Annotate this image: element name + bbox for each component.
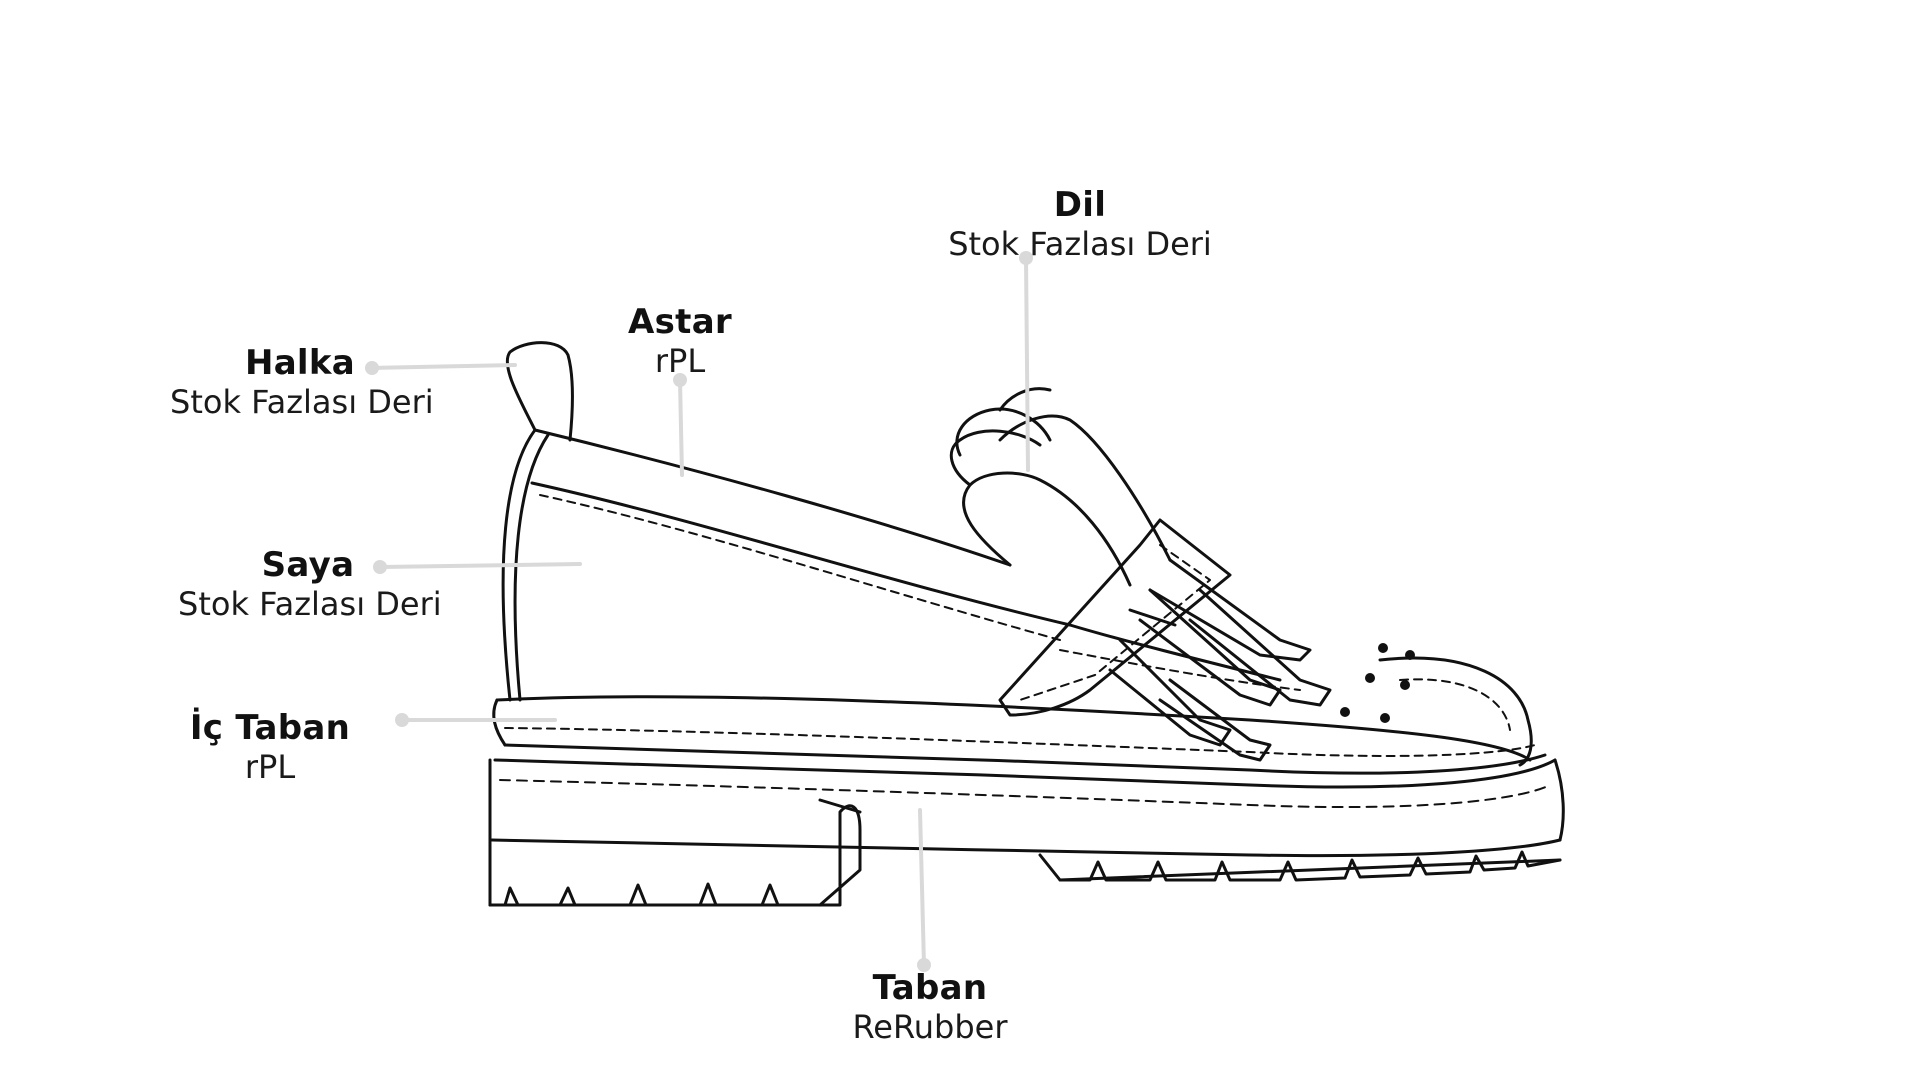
label-taban: Taban ReRubber [810,968,1050,1046]
outsole [493,758,1557,789]
label-astar: Astar rPL [560,302,800,380]
toe [1378,656,1533,767]
leader-dil [1024,256,1030,472]
saya-title: Saya [261,545,355,585]
label-dil: Dil Stok Fazlası Deri [930,185,1230,263]
collar [533,428,1012,567]
dil-material: Stok Fazlası Deri [948,225,1212,263]
astar-title: Astar [627,302,732,342]
leader-halka [370,363,517,370]
saya-material: Stok Fazlası Deri [178,585,442,623]
ic-taban-title: İç Taban [189,708,351,748]
halka-title: Halka [244,343,356,383]
leader-taban [918,808,926,967]
label-ic-taban: İç Taban rPL [160,708,380,786]
label-saya: Saya Stok Fazlası Deri [178,545,442,623]
upper-back [501,428,537,702]
dil-title: Dil [1053,185,1107,225]
label-halka: Halka Stok Fazlası Deri [170,343,434,421]
insole [495,695,1532,762]
leader-astar [678,378,684,477]
halka-material: Stok Fazlası Deri [170,383,434,421]
ic-taban-material: rPL [244,748,296,786]
heel-loop [505,341,574,442]
fringe-tongue [962,471,1132,587]
taban-material: ReRubber [852,1008,1008,1046]
astar-material: rPL [654,342,706,380]
leader-saya [378,562,582,569]
taban-title: Taban [872,968,988,1008]
